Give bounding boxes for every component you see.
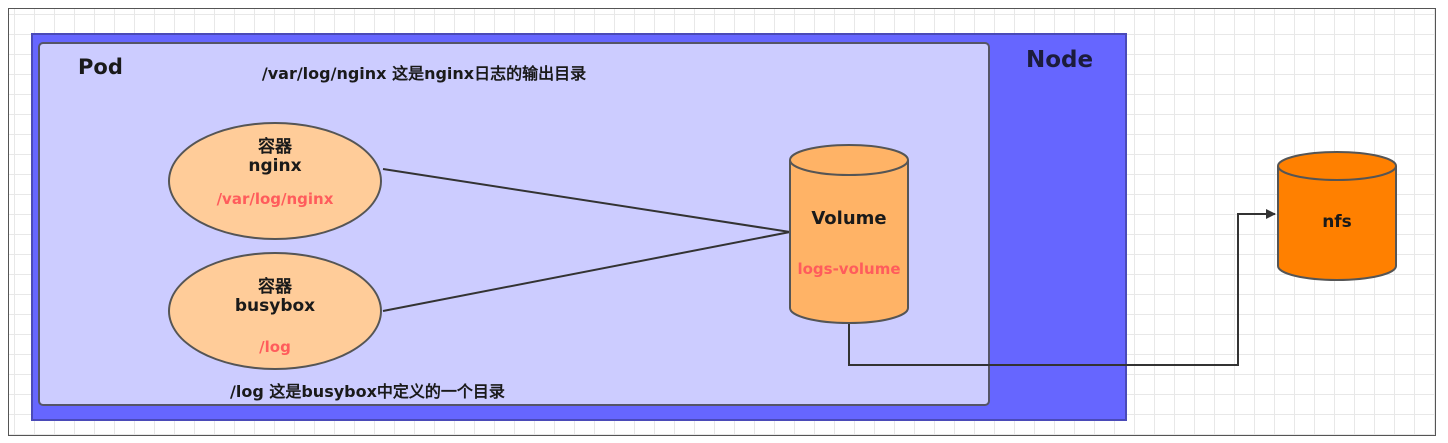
nfs-label: nfs bbox=[1322, 212, 1352, 232]
pod-label: Pod bbox=[78, 55, 123, 79]
nginx-container-title: 容器 bbox=[258, 137, 292, 157]
busybox-container-path: /log bbox=[259, 338, 291, 356]
nginx-container bbox=[168, 122, 382, 240]
volume-nfs-link bbox=[848, 209, 1276, 366]
busybox-volume-link bbox=[382, 231, 791, 312]
busybox-container bbox=[168, 252, 382, 370]
node-label: Node bbox=[1026, 47, 1094, 73]
volume-label: Volume bbox=[811, 208, 887, 229]
nginx-container-name: nginx bbox=[248, 156, 302, 176]
nginx-container-path: /var/log/nginx bbox=[216, 190, 334, 208]
busybox-container-title: 容器 bbox=[258, 277, 292, 297]
nginx-volume-link bbox=[382, 168, 791, 233]
nfs-cylinder bbox=[1277, 151, 1397, 281]
volume-cylinder bbox=[789, 144, 909, 324]
busybox-log-note: /log 这是busybox中定义的一个目录 bbox=[230, 382, 505, 401]
volume-name: logs-volume bbox=[797, 260, 901, 278]
busybox-container-name: busybox bbox=[234, 296, 316, 316]
nginx-log-note: /var/log/nginx 这是nginx日志的输出目录 bbox=[261, 64, 587, 83]
